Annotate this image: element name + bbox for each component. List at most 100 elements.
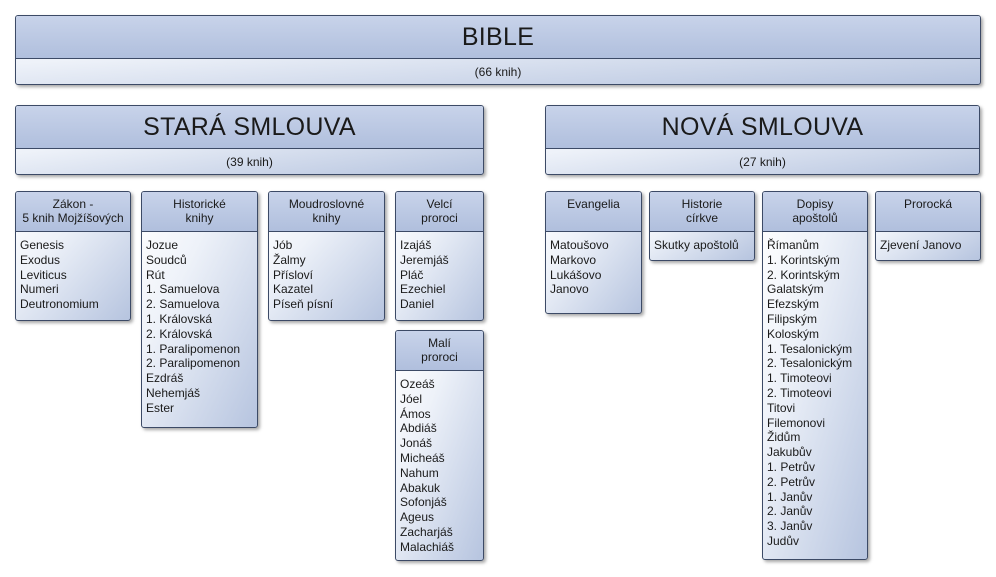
book-item: Markovo	[550, 252, 597, 267]
book-item: 1. Korintským	[767, 252, 840, 267]
book-item: Židům	[767, 430, 801, 445]
book-item: Koloským	[767, 326, 820, 341]
book-item: Leviticus	[20, 267, 67, 282]
book-item: Skutky apoštolů	[654, 238, 739, 252]
book-item: 1. Samuelova	[146, 282, 220, 297]
book-item: Abdiáš	[400, 421, 437, 436]
old-testament-title: STARÁ SMLOUVA	[16, 106, 483, 149]
book-item: Jonáš	[400, 436, 433, 451]
book-item: Nahum	[400, 465, 439, 480]
book-item: Matoušovo	[550, 238, 609, 252]
bible-box: BIBLE (66 knih)	[15, 15, 981, 85]
book-item: Filipským	[767, 311, 817, 326]
book-item: Jeremjáš	[400, 252, 449, 267]
book-item: Soudců	[146, 252, 187, 267]
book-item: Ámos	[400, 406, 431, 421]
book-item: 1. Janův	[767, 489, 813, 504]
book-item: 1. Timoteovi	[767, 371, 832, 386]
book-item: Zjevení Janovo	[880, 238, 962, 252]
book-item: 2. Korintským	[767, 267, 840, 282]
book-item: Přísloví	[273, 267, 314, 282]
book-item: Rút	[146, 267, 165, 282]
book-item: 2. Timoteovi	[767, 385, 832, 400]
new-testament-box: NOVÁ SMLOUVA (27 knih)	[545, 105, 980, 175]
book-item: Efezským	[767, 297, 820, 312]
book-item: Izajáš	[400, 238, 432, 252]
book-item: Píseň písní	[273, 297, 334, 312]
category-title: Evangelia	[546, 192, 641, 232]
book-item: Janovo	[550, 282, 589, 297]
new-testament-title: NOVÁ SMLOUVA	[546, 106, 979, 149]
book-item: Filemonovi	[767, 415, 826, 430]
book-item: 2. Královská	[146, 326, 213, 341]
book-item: 3. Janův	[767, 519, 813, 534]
book-item: Abakuk	[400, 480, 441, 495]
category-title: Prorocká	[876, 192, 980, 232]
book-item: Numeri	[20, 282, 59, 297]
book-item: Malachiáš	[400, 539, 455, 554]
old-testament-box: STARÁ SMLOUVA (39 knih)	[15, 105, 484, 175]
book-item: Ezdráš	[146, 371, 184, 386]
old-testament-count: (39 knih)	[226, 155, 273, 169]
book-list: Skutky apoštolů	[650, 232, 754, 253]
book-item: Judův	[767, 533, 800, 548]
book-item: Římanům	[767, 238, 820, 252]
book-item: Žalmy	[273, 252, 306, 267]
book-item: Titovi	[767, 400, 796, 415]
new-testament-count: (27 knih)	[739, 155, 786, 169]
book-item: 2. Tesalonickým	[767, 356, 853, 371]
book-item: Exodus	[20, 252, 61, 267]
book-item: Ester	[146, 400, 175, 415]
book-item: Jakubův	[767, 445, 812, 460]
book-item: 1. Královská	[146, 311, 213, 326]
book-item: Jóel	[400, 391, 423, 406]
category-title: Zákon -5 knih Mojžíšových	[16, 192, 130, 232]
book-item: Jób	[273, 238, 293, 252]
book-item: Pláč	[400, 267, 424, 282]
book-item: Genesis	[20, 238, 65, 252]
book-item: Ozeáš	[400, 377, 435, 391]
book-item: Ageus	[400, 510, 435, 525]
book-item: 2. Janův	[767, 504, 813, 519]
book-item: Lukášovo	[550, 267, 602, 282]
book-item: 2. Samuelova	[146, 297, 220, 312]
book-item: 1. Petrův	[767, 459, 816, 474]
book-item: 1. Tesalonickým	[767, 341, 853, 356]
book-item: Deutronomium	[20, 297, 99, 312]
book-item: 2. Petrův	[767, 474, 816, 489]
book-item: Nehemjáš	[146, 385, 201, 400]
book-item: Galatským	[767, 282, 824, 297]
book-item: Zacharjáš	[400, 524, 453, 539]
bible-count: (66 knih)	[474, 65, 522, 79]
book-item: 1. Paralipomenon	[146, 341, 241, 356]
book-item: Daniel	[400, 297, 435, 312]
book-item: 2. Paralipomenon	[146, 356, 241, 371]
book-item: Kazatel	[273, 282, 314, 297]
book-list: Zjevení Janovo	[876, 232, 980, 253]
book-item: Ezechiel	[400, 282, 446, 297]
bible-title: BIBLE	[16, 16, 980, 59]
book-item: Micheáš	[400, 450, 445, 465]
